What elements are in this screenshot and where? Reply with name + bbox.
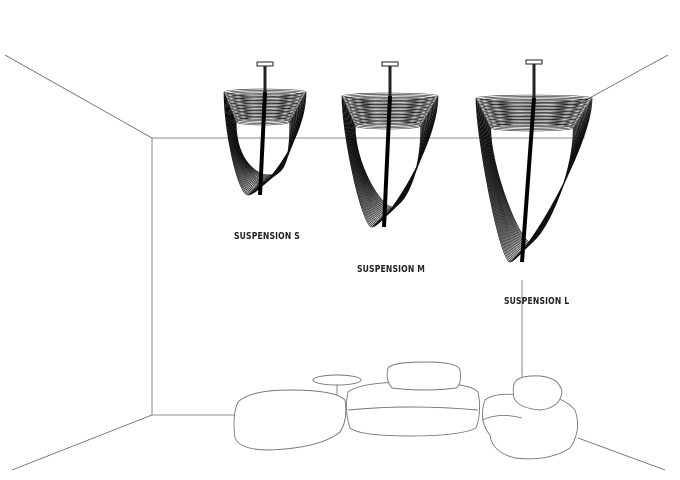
label-suspension-l: SUSPENSION L <box>504 296 570 307</box>
side-table <box>312 374 362 386</box>
ceiling-canopy <box>256 61 274 67</box>
ceiling-canopy <box>525 59 543 65</box>
pouf-left <box>233 389 347 451</box>
room-walls <box>4 54 669 471</box>
chandelier-m <box>341 61 439 228</box>
sofa-cushion <box>386 361 461 391</box>
ceiling-canopy <box>381 61 399 67</box>
chair-back <box>512 375 563 411</box>
furniture <box>233 361 579 460</box>
chandelier-l <box>475 59 593 263</box>
chandelier-s <box>223 61 307 196</box>
label-suspension-m: SUSPENSION M <box>357 264 426 275</box>
label-suspension-s: SUSPENSION S <box>234 231 300 242</box>
